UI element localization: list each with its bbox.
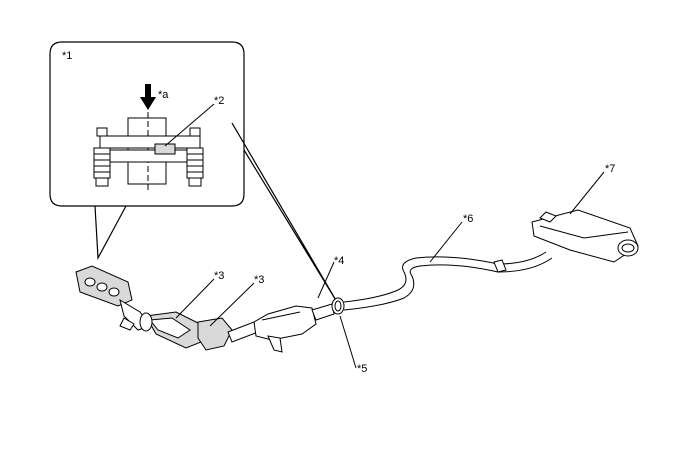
- label-detail: *1: [62, 50, 72, 62]
- label-gasket: *2: [214, 95, 224, 107]
- joint-gasket: [331, 297, 345, 315]
- center-pipe: [343, 251, 553, 311]
- label-arrow: *a: [158, 89, 169, 101]
- label-joint: *5: [357, 363, 367, 375]
- exhaust-manifold: [75, 265, 151, 331]
- label-converter-front: *3: [214, 270, 224, 282]
- front-pipe: [253, 303, 335, 353]
- leader-lines: [175, 171, 605, 369]
- label-center-pipe: *6: [463, 213, 473, 225]
- label-muffler: *7: [605, 163, 615, 175]
- label-front-pipe: *4: [334, 255, 344, 267]
- label-converter-rear: *3: [254, 274, 264, 286]
- down-arrow-icon: [145, 84, 151, 98]
- flange-detail: [93, 84, 215, 190]
- catalytic-converter-front: [139, 311, 207, 349]
- muffler: [531, 209, 639, 263]
- catalytic-converter-rear: [197, 317, 259, 351]
